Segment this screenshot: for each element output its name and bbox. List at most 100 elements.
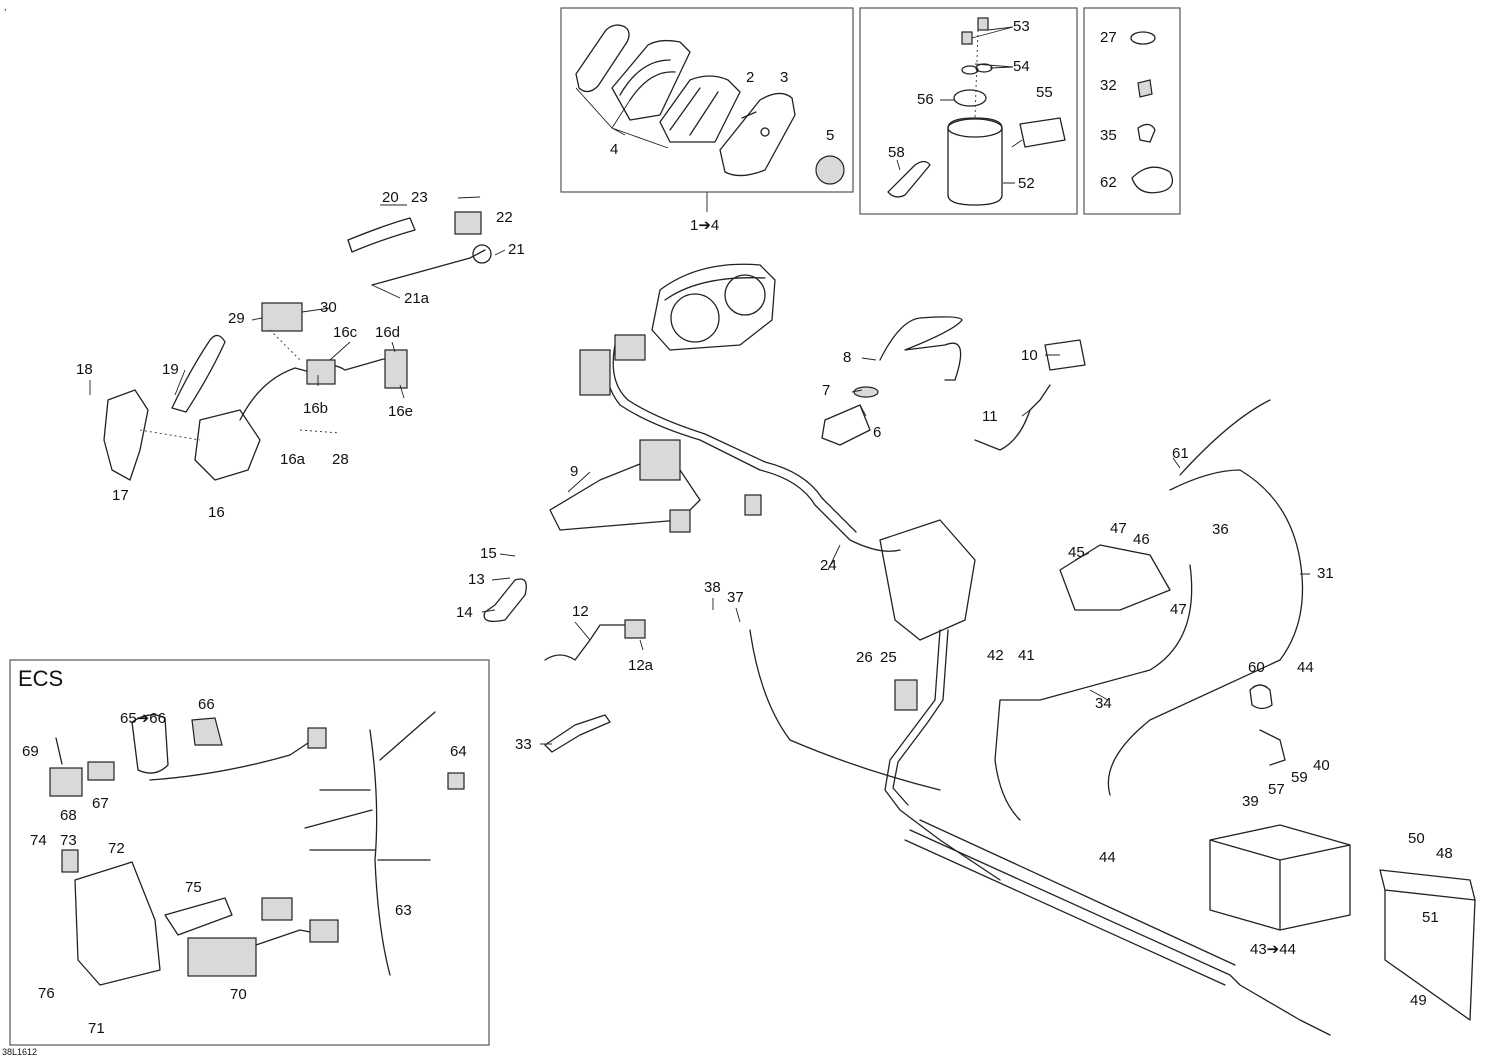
callout-39: 39 <box>1242 793 1259 810</box>
callout-75: 75 <box>185 879 202 896</box>
battery-and-cables <box>749 399 1476 1021</box>
callout-52: 52 <box>1018 175 1035 192</box>
callout-19: 19 <box>162 361 179 378</box>
callout-24: 24 <box>820 557 837 574</box>
callout-44-top: 44 <box>1297 659 1314 676</box>
callout-38: 38 <box>704 579 721 596</box>
callout-10: 10 <box>1021 347 1038 364</box>
handlebar-switches <box>103 211 492 481</box>
gauge-cluster-exploded <box>575 24 845 185</box>
callout-61: 61 <box>1172 445 1189 462</box>
callout-29: 29 <box>228 310 245 327</box>
callout-11: 11 <box>982 408 998 425</box>
small-parts <box>1130 31 1174 194</box>
callout-32: 32 <box>1100 77 1117 94</box>
callout-21a: 21a <box>404 290 430 307</box>
callout-68: 68 <box>60 807 77 824</box>
callout-33: 33 <box>515 736 532 753</box>
small-parts-inset <box>1083 7 1181 215</box>
callout-4: 4 <box>610 141 619 158</box>
callout-17: 17 <box>112 487 129 504</box>
center-components <box>483 316 1086 753</box>
callout-37: 37 <box>727 589 744 606</box>
callout-7: 7 <box>822 382 831 399</box>
callout-16b: 16b <box>303 400 329 417</box>
callout-14: 14 <box>456 604 473 621</box>
ecs-inset <box>9 659 490 1046</box>
callout-53: 53 <box>1013 18 1030 35</box>
long-cable-assembly <box>904 819 1331 1036</box>
callout-6: 6 <box>873 424 882 441</box>
callout-36: 36 <box>1212 521 1229 538</box>
callout-9: 9 <box>570 463 579 480</box>
callout-35: 35 <box>1100 127 1117 144</box>
callout-30: 30 <box>320 299 337 316</box>
corner-mark: , <box>4 2 7 12</box>
callout-21: 21 <box>508 241 525 258</box>
fuel-filter-inset <box>859 7 1078 215</box>
callout-8: 8 <box>843 349 852 366</box>
callout-23: 23 <box>411 189 428 206</box>
callout-71: 71 <box>88 1020 105 1037</box>
callout-22: 22 <box>496 209 513 226</box>
fuel-filter-exploded <box>887 17 1066 206</box>
ecs-components <box>49 711 465 986</box>
callout-12: 12 <box>572 603 589 620</box>
callout-15: 15 <box>480 545 497 562</box>
callout-5: 5 <box>826 127 835 144</box>
callout-50: 50 <box>1408 830 1425 847</box>
callout-45: 45 <box>1068 544 1085 561</box>
callout-59: 59 <box>1291 769 1308 786</box>
callout-1-4: 1➔4 <box>690 217 720 234</box>
callout-42: 42 <box>987 647 1004 664</box>
callout-16d: 16d <box>375 324 401 341</box>
callout-43-44: 43➔44 <box>1250 941 1296 958</box>
callout-25: 25 <box>880 649 897 666</box>
callout-76: 76 <box>38 985 55 1002</box>
callout-27: 27 <box>1100 29 1117 46</box>
gauge-cluster-inset <box>560 7 854 193</box>
callout-69: 69 <box>22 743 39 760</box>
callout-13: 13 <box>468 571 485 588</box>
callout-leaders <box>89 196 1310 745</box>
callout-72: 72 <box>108 840 125 857</box>
callout-16c: 16c <box>333 324 358 341</box>
callout-51: 51 <box>1422 909 1439 926</box>
callout-55: 55 <box>1036 84 1053 101</box>
callout-16: 16 <box>208 504 225 521</box>
callout-73: 73 <box>60 832 77 849</box>
callout-70: 70 <box>230 986 247 1003</box>
callout-18: 18 <box>76 361 93 378</box>
diagram-reference-code: 38L1612 <box>2 1047 38 1057</box>
callout-48: 48 <box>1436 845 1453 862</box>
callout-34: 34 <box>1095 695 1112 712</box>
callout-46: 46 <box>1133 531 1150 548</box>
callout-3: 3 <box>780 69 789 86</box>
callout-16a: 16a <box>280 451 306 468</box>
callout-47-bottom: 47 <box>1170 601 1187 618</box>
callout-57: 57 <box>1268 781 1285 798</box>
main-harness <box>549 334 1001 881</box>
callout-60: 60 <box>1248 659 1265 676</box>
callout-47-top: 47 <box>1110 520 1127 537</box>
callout-12a: 12a <box>628 657 654 674</box>
ecs-inset-title: ECS <box>18 666 64 691</box>
gauge-cluster <box>651 263 776 351</box>
callout-40: 40 <box>1313 757 1330 774</box>
callout-54: 54 <box>1013 58 1030 75</box>
callout-26: 26 <box>856 649 873 666</box>
callout-58: 58 <box>888 144 905 161</box>
callout-31: 31 <box>1317 565 1334 582</box>
callout-62: 62 <box>1100 174 1117 191</box>
callout-41: 41 <box>1018 647 1035 664</box>
callout-74: 74 <box>30 832 47 849</box>
callout-66: 66 <box>198 696 215 713</box>
callout-56: 56 <box>917 91 934 108</box>
callout-65-66: 65➔66 <box>120 710 166 727</box>
callout-2: 2 <box>746 69 755 86</box>
callout-64: 64 <box>450 743 467 760</box>
callout-49: 49 <box>1410 992 1427 1009</box>
callout-44-bottom: 44 <box>1099 849 1116 866</box>
callout-63: 63 <box>395 902 412 919</box>
